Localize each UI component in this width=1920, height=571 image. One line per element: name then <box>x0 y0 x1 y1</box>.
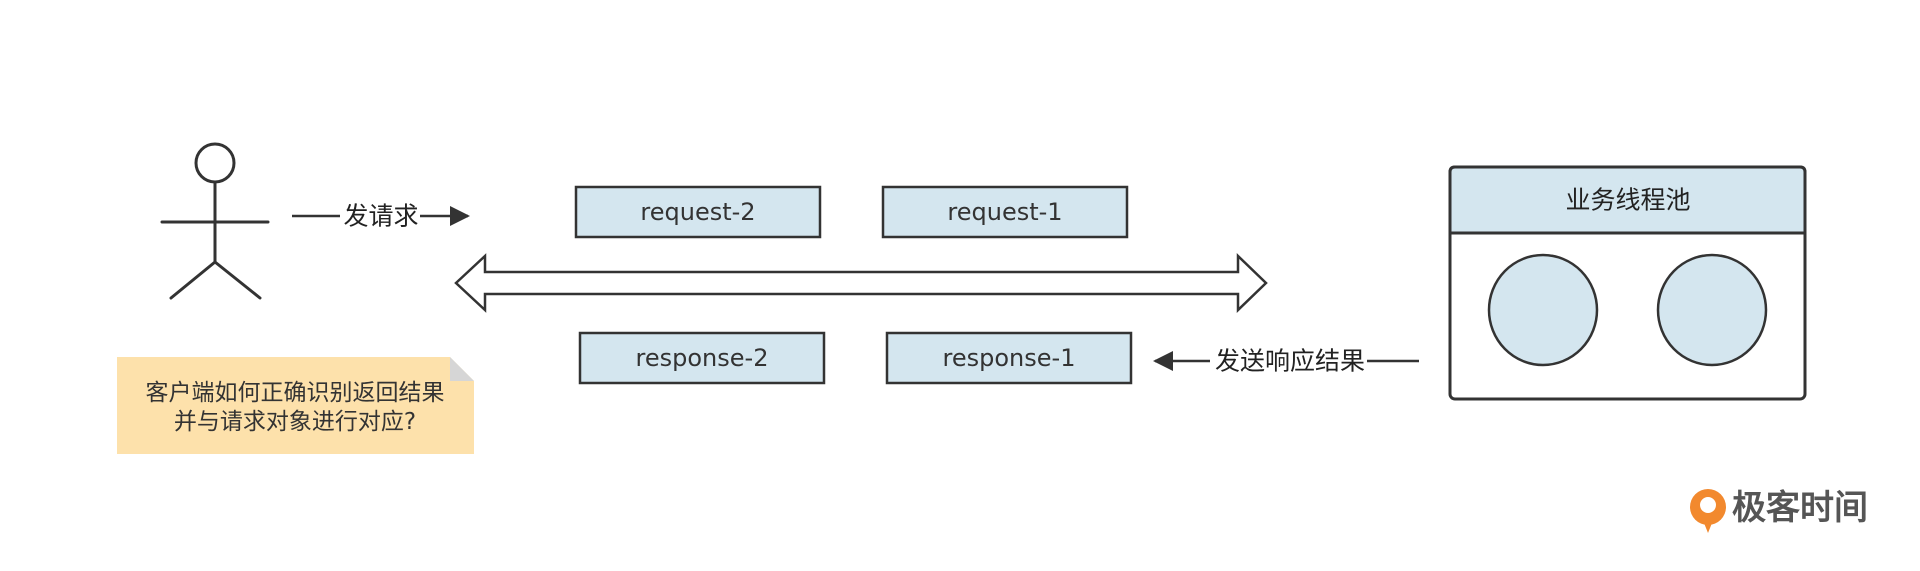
brand-name: 极客时间 <box>1732 488 1868 528</box>
brand-logo: 极客时间 <box>1690 488 1868 533</box>
question-note-line-1: 客户端如何正确识别返回结果 <box>146 380 445 406</box>
request-box-1-rect <box>881 185 1129 239</box>
request-box-1: request-1 <box>881 185 1129 239</box>
thread-pool: 业务线程池 <box>1448 165 1807 401</box>
client-user-icon <box>160 142 270 300</box>
request-box-2: request-2 <box>574 185 822 239</box>
request-box-2-rect <box>574 185 822 239</box>
request-box-1-label: request-1 <box>947 198 1062 226</box>
client-right-leg <box>213 260 262 300</box>
client-head <box>194 142 236 184</box>
response-box-2: response-2 <box>578 331 826 385</box>
thread-circle-2 <box>1656 253 1768 367</box>
bidirectional-channel-arrow <box>454 253 1268 313</box>
send-response-arrow: 发送响应结果 <box>1153 347 1419 376</box>
response-box-1: response-1 <box>885 331 1133 385</box>
send-response-label: 发送响应结果 <box>1215 347 1365 376</box>
response-box-1-label: response-1 <box>943 344 1076 372</box>
question-note: 客户端如何正确识别返回结果 并与请求对象进行对应? <box>117 357 474 454</box>
client-left-leg <box>169 260 217 300</box>
question-note-line-2: 并与请求对象进行对应? <box>174 409 416 435</box>
question-note-fold <box>450 357 474 381</box>
question-note-body <box>117 357 474 454</box>
response-box-2-rect <box>578 331 826 385</box>
thread-circle-1 <box>1487 253 1599 367</box>
thread-pool-title: 业务线程池 <box>1565 186 1690 215</box>
response-box-1-rect <box>885 331 1133 385</box>
response-box-2-label: response-2 <box>636 344 769 372</box>
send-request-arrow: 发请求 <box>292 202 470 231</box>
thread-pool-header <box>1448 165 1807 235</box>
send-request-label: 发请求 <box>343 202 418 231</box>
brand-logo-icon <box>1690 489 1726 533</box>
request-box-2-label: request-2 <box>640 198 755 226</box>
